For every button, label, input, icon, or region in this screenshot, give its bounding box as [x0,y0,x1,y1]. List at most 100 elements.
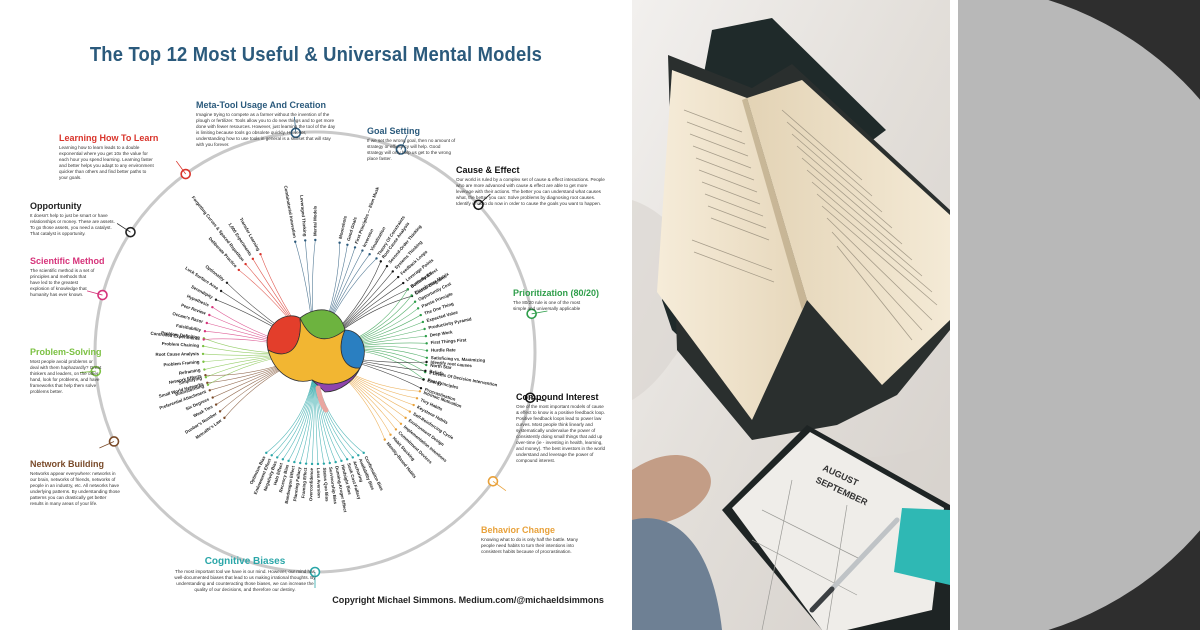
brain-icon [266,309,365,413]
model-title: Problem-Solving [30,347,102,357]
branch-dot [421,320,425,324]
branch-dot [346,243,349,246]
branch-dot [214,298,218,301]
model-cause-effect: Cause & Effect Our world is ruled by a c… [456,165,606,207]
decorative-circle [950,0,1200,630]
branch-label: Recency Bias [278,464,290,493]
branch-dot [328,461,331,465]
branch-dot [334,460,337,464]
branch-dot [385,264,389,268]
ring-connector [400,134,408,150]
model-description: If we set the wrong goal, then no amount… [367,138,456,161]
model-title: Compound Interest [516,392,599,402]
branch-label: First Things First [430,337,467,345]
branch-dot [425,349,429,352]
model-title: Meta-Tool Usage And Creation [196,100,327,110]
branch-label: Moonshots [338,215,348,239]
branch-dot [361,249,364,252]
model-title: Cognitive Biases [204,556,286,567]
branch-dot [413,300,417,303]
branch-label: Deep Work [429,329,453,337]
divider-line [950,0,958,630]
branch-dot [425,342,428,345]
branch-dot [415,397,419,400]
model-goal-setting: Goal Setting If we set the wrong goal, t… [367,126,457,162]
branch-label: Identify root causes [430,360,472,369]
branch-dot [202,338,205,341]
branch-label: Beliefs [429,369,445,376]
branch-dot [391,270,394,273]
planner-pages [732,432,944,630]
brain-stem [315,385,329,413]
branch-label: Simplifying [178,375,202,385]
branch-dot [201,352,205,356]
branch-dot [424,334,428,338]
branch-label: Problem Definition [161,330,201,340]
branch-label: Problem Framing [163,359,200,367]
model-description: Imagine trying to compete as a farmer wi… [196,112,336,147]
ring-connector [116,223,131,233]
branch-label: Falsifiability [176,323,202,333]
model-problem-solving: Problem-Solving Most people avoid proble… [30,347,102,395]
branch-dot [211,305,214,309]
branch-dot [389,433,392,436]
branch-dot [259,252,262,256]
branch-dot [251,257,255,261]
book-text-lines [683,109,938,341]
branch-dot [423,327,426,331]
branch-dot [314,238,317,242]
branch-dot [211,396,214,399]
model-title: Prioritization (80/20) [513,288,600,298]
model-description: It doesn't help to just be smart or have… [30,213,115,236]
model-description: Networks appear everywhere: networks in … [30,471,120,506]
branch-dot [204,376,208,379]
ring-connector [531,310,548,315]
branch-dot [418,390,422,393]
branch-dot [353,246,357,249]
branch-dot [287,459,290,463]
branch-dot [219,289,223,293]
ring-connector [294,116,297,133]
model-description: The 80/20 rule is one of the most simple… [513,300,581,311]
branch-dot [299,461,302,465]
branch-label: Problem Chaining [162,341,200,348]
model-learning-how-to-learn: Learning How To Learn Learning how to le… [59,133,158,181]
book-spine-shadow [742,98,807,310]
branch-dot [201,344,205,348]
model-title: Behavior Change [481,525,556,535]
branch-dot [294,240,297,243]
branch-dot [214,403,218,406]
branch-dot [293,460,296,464]
branch-dot [368,253,371,256]
branch-dot [218,410,222,413]
branch-dot [410,294,413,297]
branch-label: Reframing [179,367,202,375]
branch-dot [425,360,428,364]
branch-dot [422,378,425,381]
ring-connector [175,160,187,175]
branch-dot [322,462,326,465]
branch-label: Leveraged Thinking [299,195,308,237]
branch-label: Survivorship Bias [328,467,338,505]
branch-dot [310,462,314,466]
branch-dot [206,381,209,385]
branch-dot [204,374,207,377]
ring-connector [99,441,115,449]
branch-dot [208,313,211,317]
branch-dot [340,459,343,463]
branch-dot [402,281,405,285]
branch-dot [208,389,211,392]
model-title: Goal Setting [367,126,421,136]
branch-dot [225,281,229,285]
branch-label: Hurdle Rate [431,347,456,352]
branch-dot [351,456,354,459]
model-description: Knowing what to do is only half the batt… [481,537,579,554]
pen [809,586,835,613]
book-page-left [657,70,807,420]
model-opportunity: Opportunity It doesn't help to just be s… [30,201,115,237]
branch-dot [223,416,226,420]
model-description: Learning how to learn leads to a double … [59,145,154,180]
model-description: The scientific method is a set of princi… [30,268,95,297]
ring-connector [79,370,96,373]
